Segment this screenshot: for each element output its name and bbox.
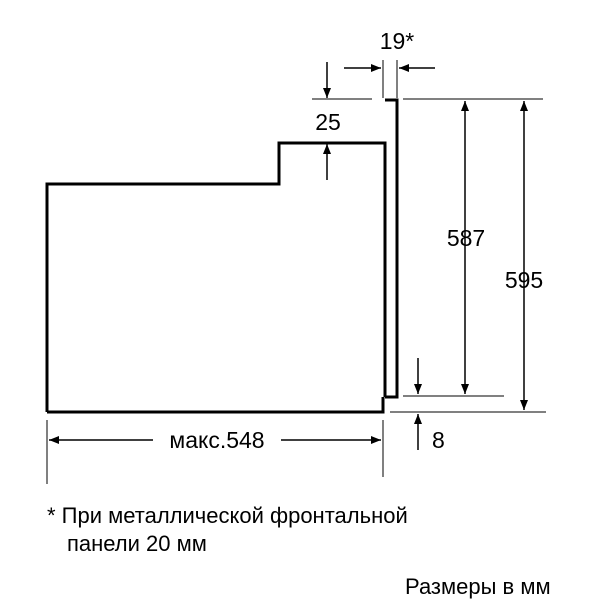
label-top-gap: 19*	[380, 28, 415, 54]
label-total-height: 595	[505, 267, 543, 293]
footnote-line-2: панели 20 мм	[67, 531, 207, 556]
oven-bottom-outline	[47, 397, 385, 414]
front-panel	[385, 98, 399, 399]
units-note: Размеры в мм	[405, 574, 551, 599]
label-bottom-gap: 8	[432, 427, 445, 453]
label-max-depth: макс.548	[169, 427, 264, 453]
footnote-line-1: * При металлической фронтальной	[47, 503, 408, 528]
extension-lines	[46, 60, 546, 484]
label-max-depth-background	[153, 426, 281, 454]
label-inner-height: 587	[447, 225, 485, 251]
label-step-height: 25	[315, 109, 341, 135]
oven-body-outline	[45, 141, 387, 412]
